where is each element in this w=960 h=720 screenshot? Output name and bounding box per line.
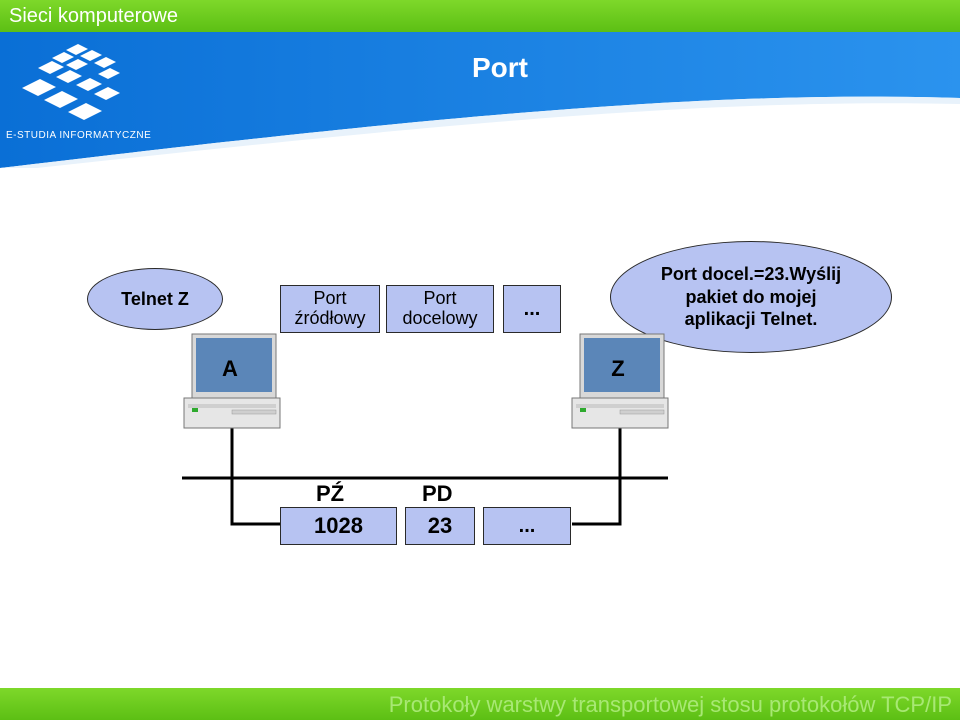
top-bar: Sieci komputerowe <box>0 0 960 32</box>
bubble-port-message-line-2: pakiet do mojej <box>685 286 817 307</box>
field-value-more-text: ... <box>518 515 536 537</box>
port-diagram: Telnet Z Port docel.=23.Wyślij pakiet do… <box>48 232 928 582</box>
course-title: Sieci komputerowe <box>9 5 178 27</box>
link-z-line <box>572 428 622 526</box>
field-dest-port-line-1: Port <box>423 288 457 309</box>
field-source-port-line-2: źródłowy <box>294 308 366 328</box>
field-more-top: ... <box>503 285 561 333</box>
field-value-source: 1028 <box>280 507 397 545</box>
footer-bar: Protokoły warstwy transportowej stosu pr… <box>0 688 960 720</box>
field-more-top-text: ... <box>523 298 541 320</box>
bubble-telnet-z: Telnet Z <box>87 268 223 330</box>
slide-header <box>0 32 960 168</box>
logo <box>8 40 158 145</box>
field-source-port: Port źródłowy <box>280 285 380 333</box>
field-dest-port-line-2: docelowy <box>402 308 478 328</box>
logo-caption: E-STUDIA INFORMATYCZNE <box>6 130 152 141</box>
footer-text: Protokoły warstwy transportowej stosu pr… <box>388 692 952 717</box>
link-a-line <box>230 428 280 526</box>
slide-title: Port <box>472 52 528 83</box>
field-source-port-line-1: Port <box>313 288 347 309</box>
field-dest-port: Port docelowy <box>386 285 494 333</box>
bubble-port-message-line-3: aplikacji Telnet. <box>684 309 818 330</box>
bubble-port-message-line-1: Port docel.=23.Wyślij <box>660 264 842 285</box>
label-source-port: PŹ <box>316 481 345 506</box>
computer-z-icon: Z <box>571 333 669 429</box>
computer-a-icon: A <box>183 333 281 429</box>
label-dest-port: PD <box>422 481 453 506</box>
field-value-source-text: 1028 <box>314 512 363 538</box>
computer-a-label: A <box>222 356 238 381</box>
field-value-more: ... <box>483 507 571 545</box>
network-lines <box>182 428 668 526</box>
field-value-dest: 23 <box>405 507 475 545</box>
bubble-port-message: Port docel.=23.Wyślij pakiet do mojej ap… <box>610 241 892 353</box>
field-value-dest-text: 23 <box>427 512 453 538</box>
computer-z-label: Z <box>611 356 624 381</box>
bubble-telnet-z-text: Telnet Z <box>121 288 189 309</box>
